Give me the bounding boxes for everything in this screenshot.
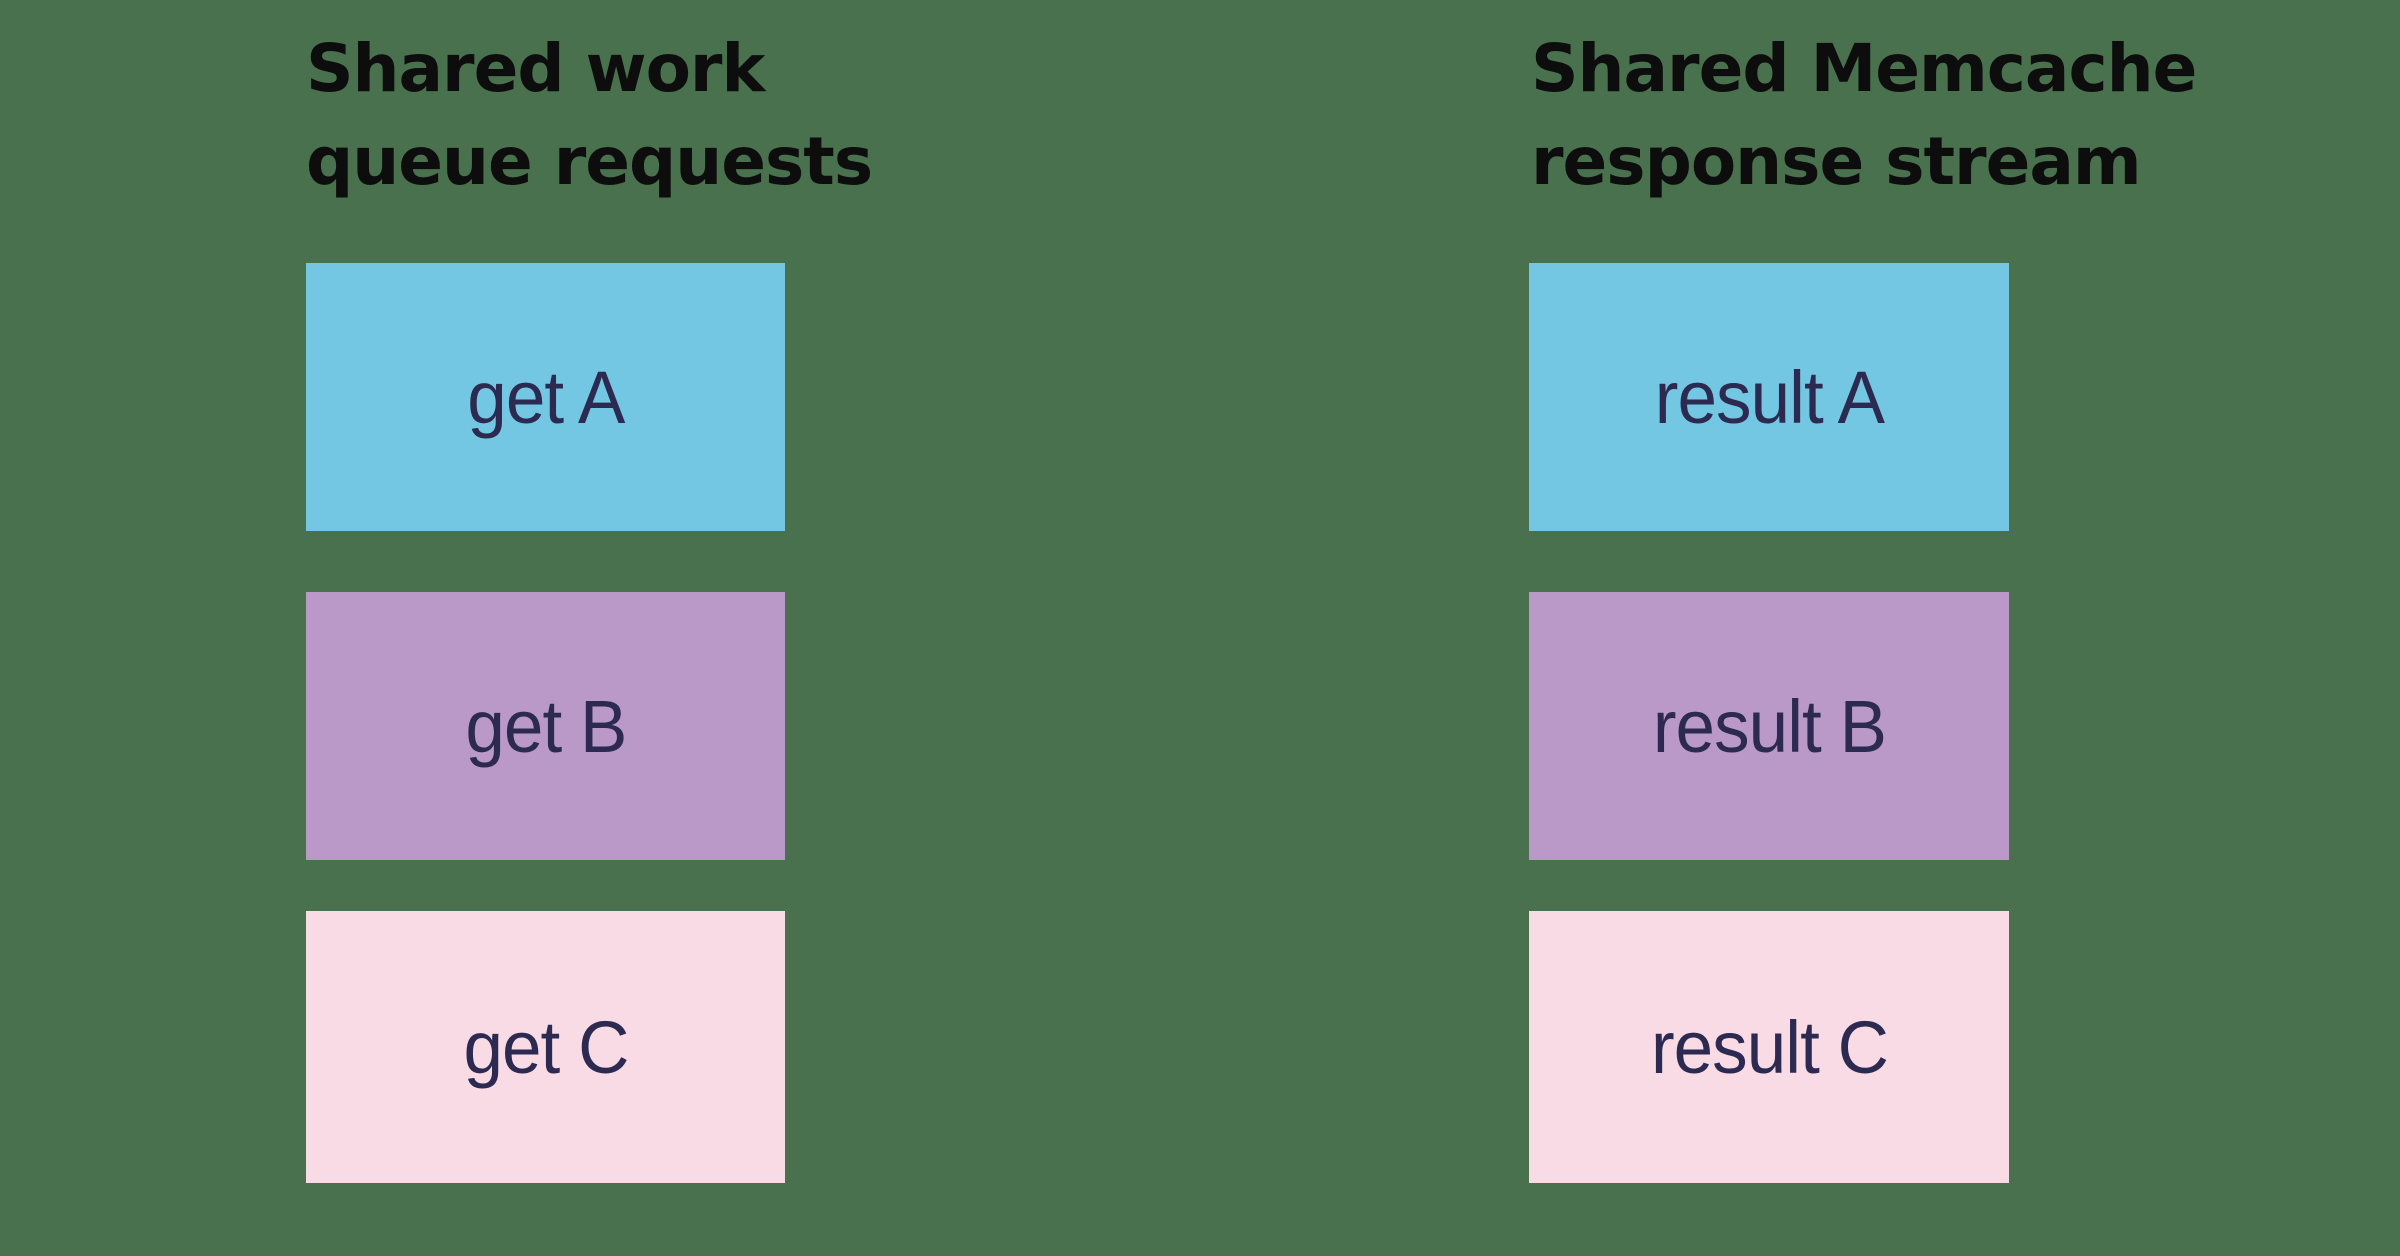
response-stream-label: result B [1652,684,1886,768]
response-stream-box-result-a: result A [1529,263,2009,531]
response-stream-label: result A [1654,355,1884,439]
queue-request-label: get B [464,684,627,768]
right-column-title-line2: response stream [1531,123,2142,200]
queue-request-label: get C [463,1005,629,1089]
queue-request-box-get-b: get B [306,592,785,860]
queue-request-box-get-c: get C [306,911,785,1183]
response-stream-label: result C [1650,1005,1888,1089]
left-column-title-line2: queue requests [306,123,873,200]
right-column-title: Shared Memcache response stream [1531,22,2197,208]
left-column-title: Shared work queue requests [306,22,873,208]
response-stream-box-result-c: result C [1529,911,2009,1183]
left-column-title-line1: Shared work [306,30,765,107]
response-stream-box-result-b: result B [1529,592,2009,860]
queue-request-label: get A [466,355,625,439]
queue-request-box-get-a: get A [306,263,785,531]
right-column-title-line1: Shared Memcache [1531,30,2197,107]
